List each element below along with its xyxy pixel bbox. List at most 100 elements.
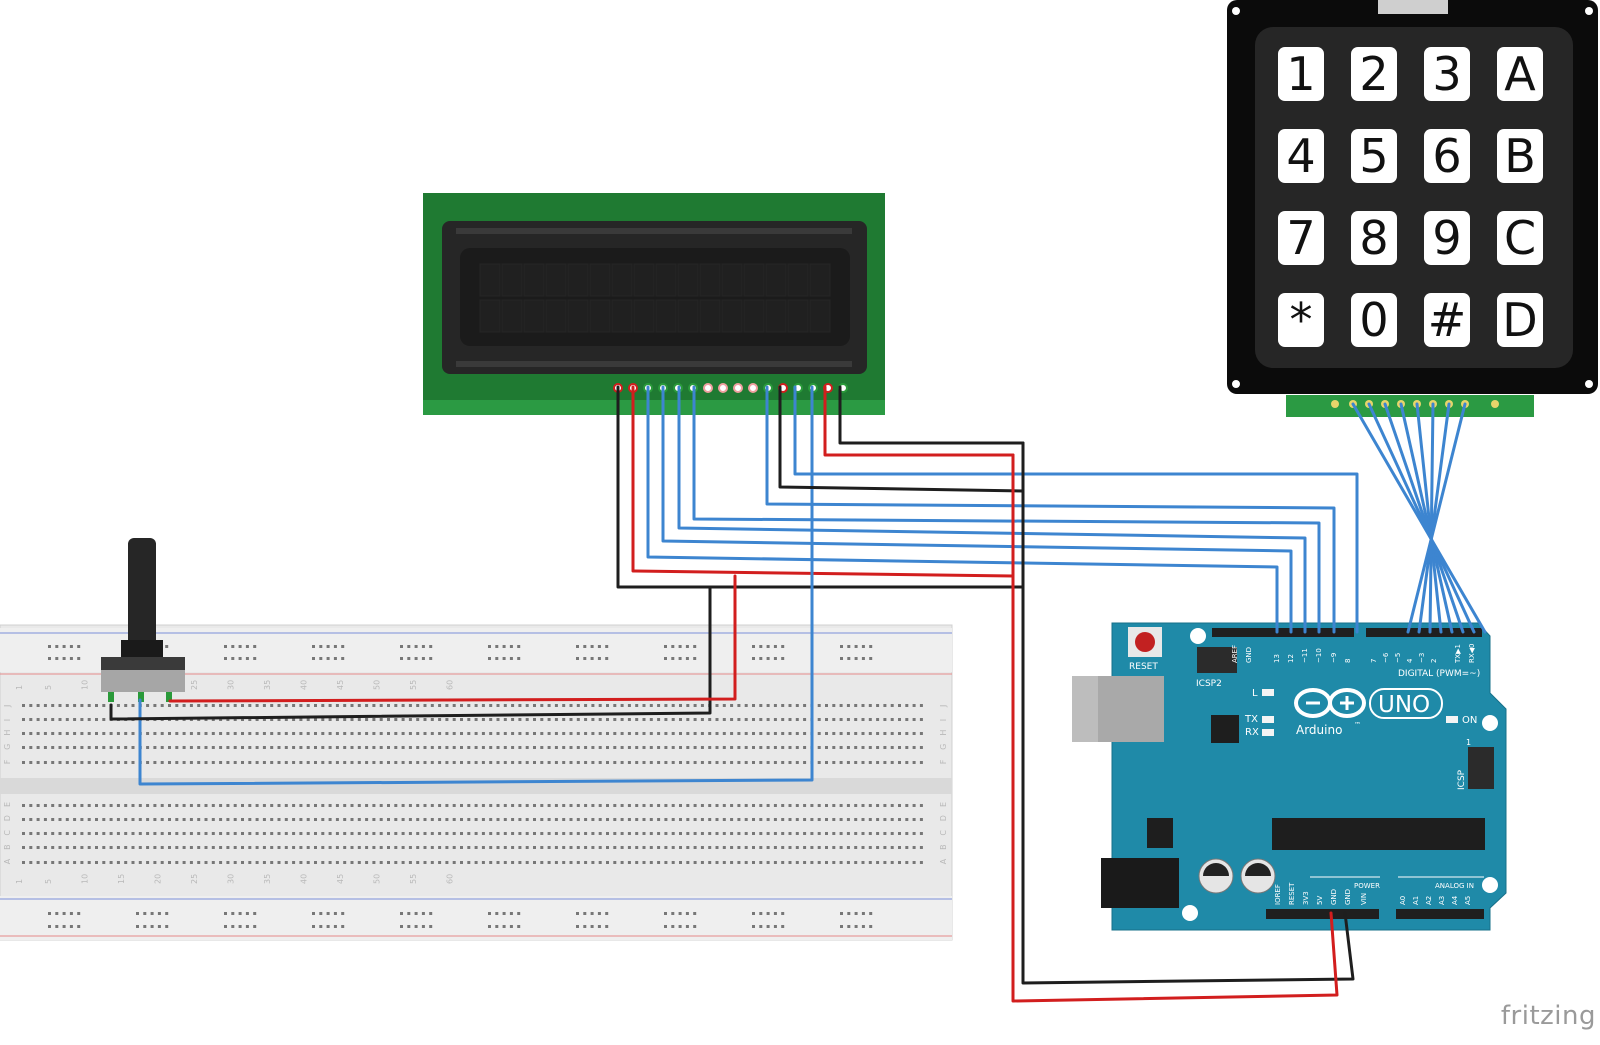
bb-hole xyxy=(766,804,770,807)
bb-hole xyxy=(372,804,376,807)
bb-hole xyxy=(839,846,843,849)
bb-hole xyxy=(29,761,33,764)
bb-hole xyxy=(562,761,566,764)
bb-row-letter: G xyxy=(3,744,12,750)
bb-hole xyxy=(379,818,383,821)
bb-hole xyxy=(868,832,872,835)
bb-hole xyxy=(919,861,923,864)
bb-hole xyxy=(160,846,164,849)
bb-hole xyxy=(182,818,186,821)
bb-hole xyxy=(518,718,522,721)
lcd-char-cell xyxy=(721,299,743,333)
bb-hole xyxy=(489,718,493,721)
bb-hole xyxy=(387,804,390,807)
bb-hole xyxy=(204,818,208,821)
bb-hole xyxy=(165,912,169,915)
bb-hole xyxy=(62,645,66,648)
bb-hole xyxy=(146,818,150,821)
bb-hole xyxy=(605,657,609,660)
bb-hole xyxy=(379,732,383,735)
bb-hole xyxy=(372,704,376,707)
bb-hole xyxy=(357,804,361,807)
bb-hole xyxy=(211,732,215,735)
bb-hole xyxy=(912,861,916,864)
bb-hole xyxy=(452,704,456,707)
bb-hole xyxy=(116,818,120,821)
bb-hole xyxy=(481,746,485,749)
bb-hole xyxy=(69,657,73,660)
bb-hole xyxy=(284,761,288,764)
bb-column-number: 55 xyxy=(409,874,418,884)
bb-hole xyxy=(452,761,456,764)
bb-hole xyxy=(606,732,609,735)
bb-hole xyxy=(238,925,242,928)
bb-hole xyxy=(752,861,755,864)
bb-hole xyxy=(664,832,668,835)
bb-hole xyxy=(876,832,880,835)
bb-hole xyxy=(138,832,142,835)
bb-hole xyxy=(664,746,668,749)
bb-hole xyxy=(219,832,223,835)
bb-hole xyxy=(416,704,420,707)
bb-hole xyxy=(708,746,712,749)
bb-hole xyxy=(146,761,150,764)
bb-hole xyxy=(854,846,858,849)
bb-hole xyxy=(401,832,405,835)
arduino-pin-label: GND xyxy=(1344,889,1352,905)
bb-hole xyxy=(708,861,712,864)
bb-hole xyxy=(664,912,667,915)
bb-hole xyxy=(642,761,646,764)
bb-hole xyxy=(175,846,179,849)
bb-hole xyxy=(365,818,369,821)
bb-hole xyxy=(335,718,339,721)
bb-hole xyxy=(241,704,244,707)
bb-hole xyxy=(160,804,164,807)
bb-hole xyxy=(839,704,843,707)
bb-hole xyxy=(408,818,412,821)
bb-hole xyxy=(854,657,858,660)
bb-hole xyxy=(328,704,332,707)
bb-hole xyxy=(905,732,909,735)
bb-hole xyxy=(781,761,785,764)
bb-hole xyxy=(518,704,522,707)
bb-hole xyxy=(157,925,161,928)
bb-hole xyxy=(36,718,40,721)
bb-hole xyxy=(810,818,814,821)
bb-hole xyxy=(467,718,471,721)
bb-hole xyxy=(700,718,704,721)
bb-hole xyxy=(365,846,369,849)
bb-hole xyxy=(737,804,741,807)
bb-hole xyxy=(795,746,799,749)
bb-hole xyxy=(421,657,425,660)
bb-hole xyxy=(168,832,171,835)
bb-hole xyxy=(226,804,230,807)
bb-hole xyxy=(576,846,580,849)
bb-hole xyxy=(241,732,244,735)
bb-hole xyxy=(350,704,354,707)
bb-hole xyxy=(372,832,376,835)
bb-hole xyxy=(693,861,697,864)
bb-hole xyxy=(365,804,369,807)
bb-hole xyxy=(554,846,558,849)
bb-hole xyxy=(387,718,390,721)
bb-hole xyxy=(65,704,69,707)
bb-column-number: 25 xyxy=(190,874,199,884)
bb-hole xyxy=(627,846,631,849)
bb-hole xyxy=(730,818,734,821)
bb-hole xyxy=(817,846,821,849)
bb-hole xyxy=(905,718,909,721)
bb-hole xyxy=(321,861,325,864)
bb-hole xyxy=(65,818,69,821)
bb-hole xyxy=(48,925,51,928)
keypad-key: C xyxy=(1497,211,1543,265)
bb-hole xyxy=(533,818,536,821)
digital-label: DIGITAL (PWM=~) xyxy=(1398,669,1480,679)
bb-hole xyxy=(333,657,337,660)
bb-hole xyxy=(335,832,339,835)
bb-hole xyxy=(277,846,281,849)
bb-hole xyxy=(562,804,566,807)
bb-hole xyxy=(781,657,785,660)
bb-hole xyxy=(671,746,675,749)
bb-hole xyxy=(517,657,521,660)
bb-hole xyxy=(452,746,456,749)
